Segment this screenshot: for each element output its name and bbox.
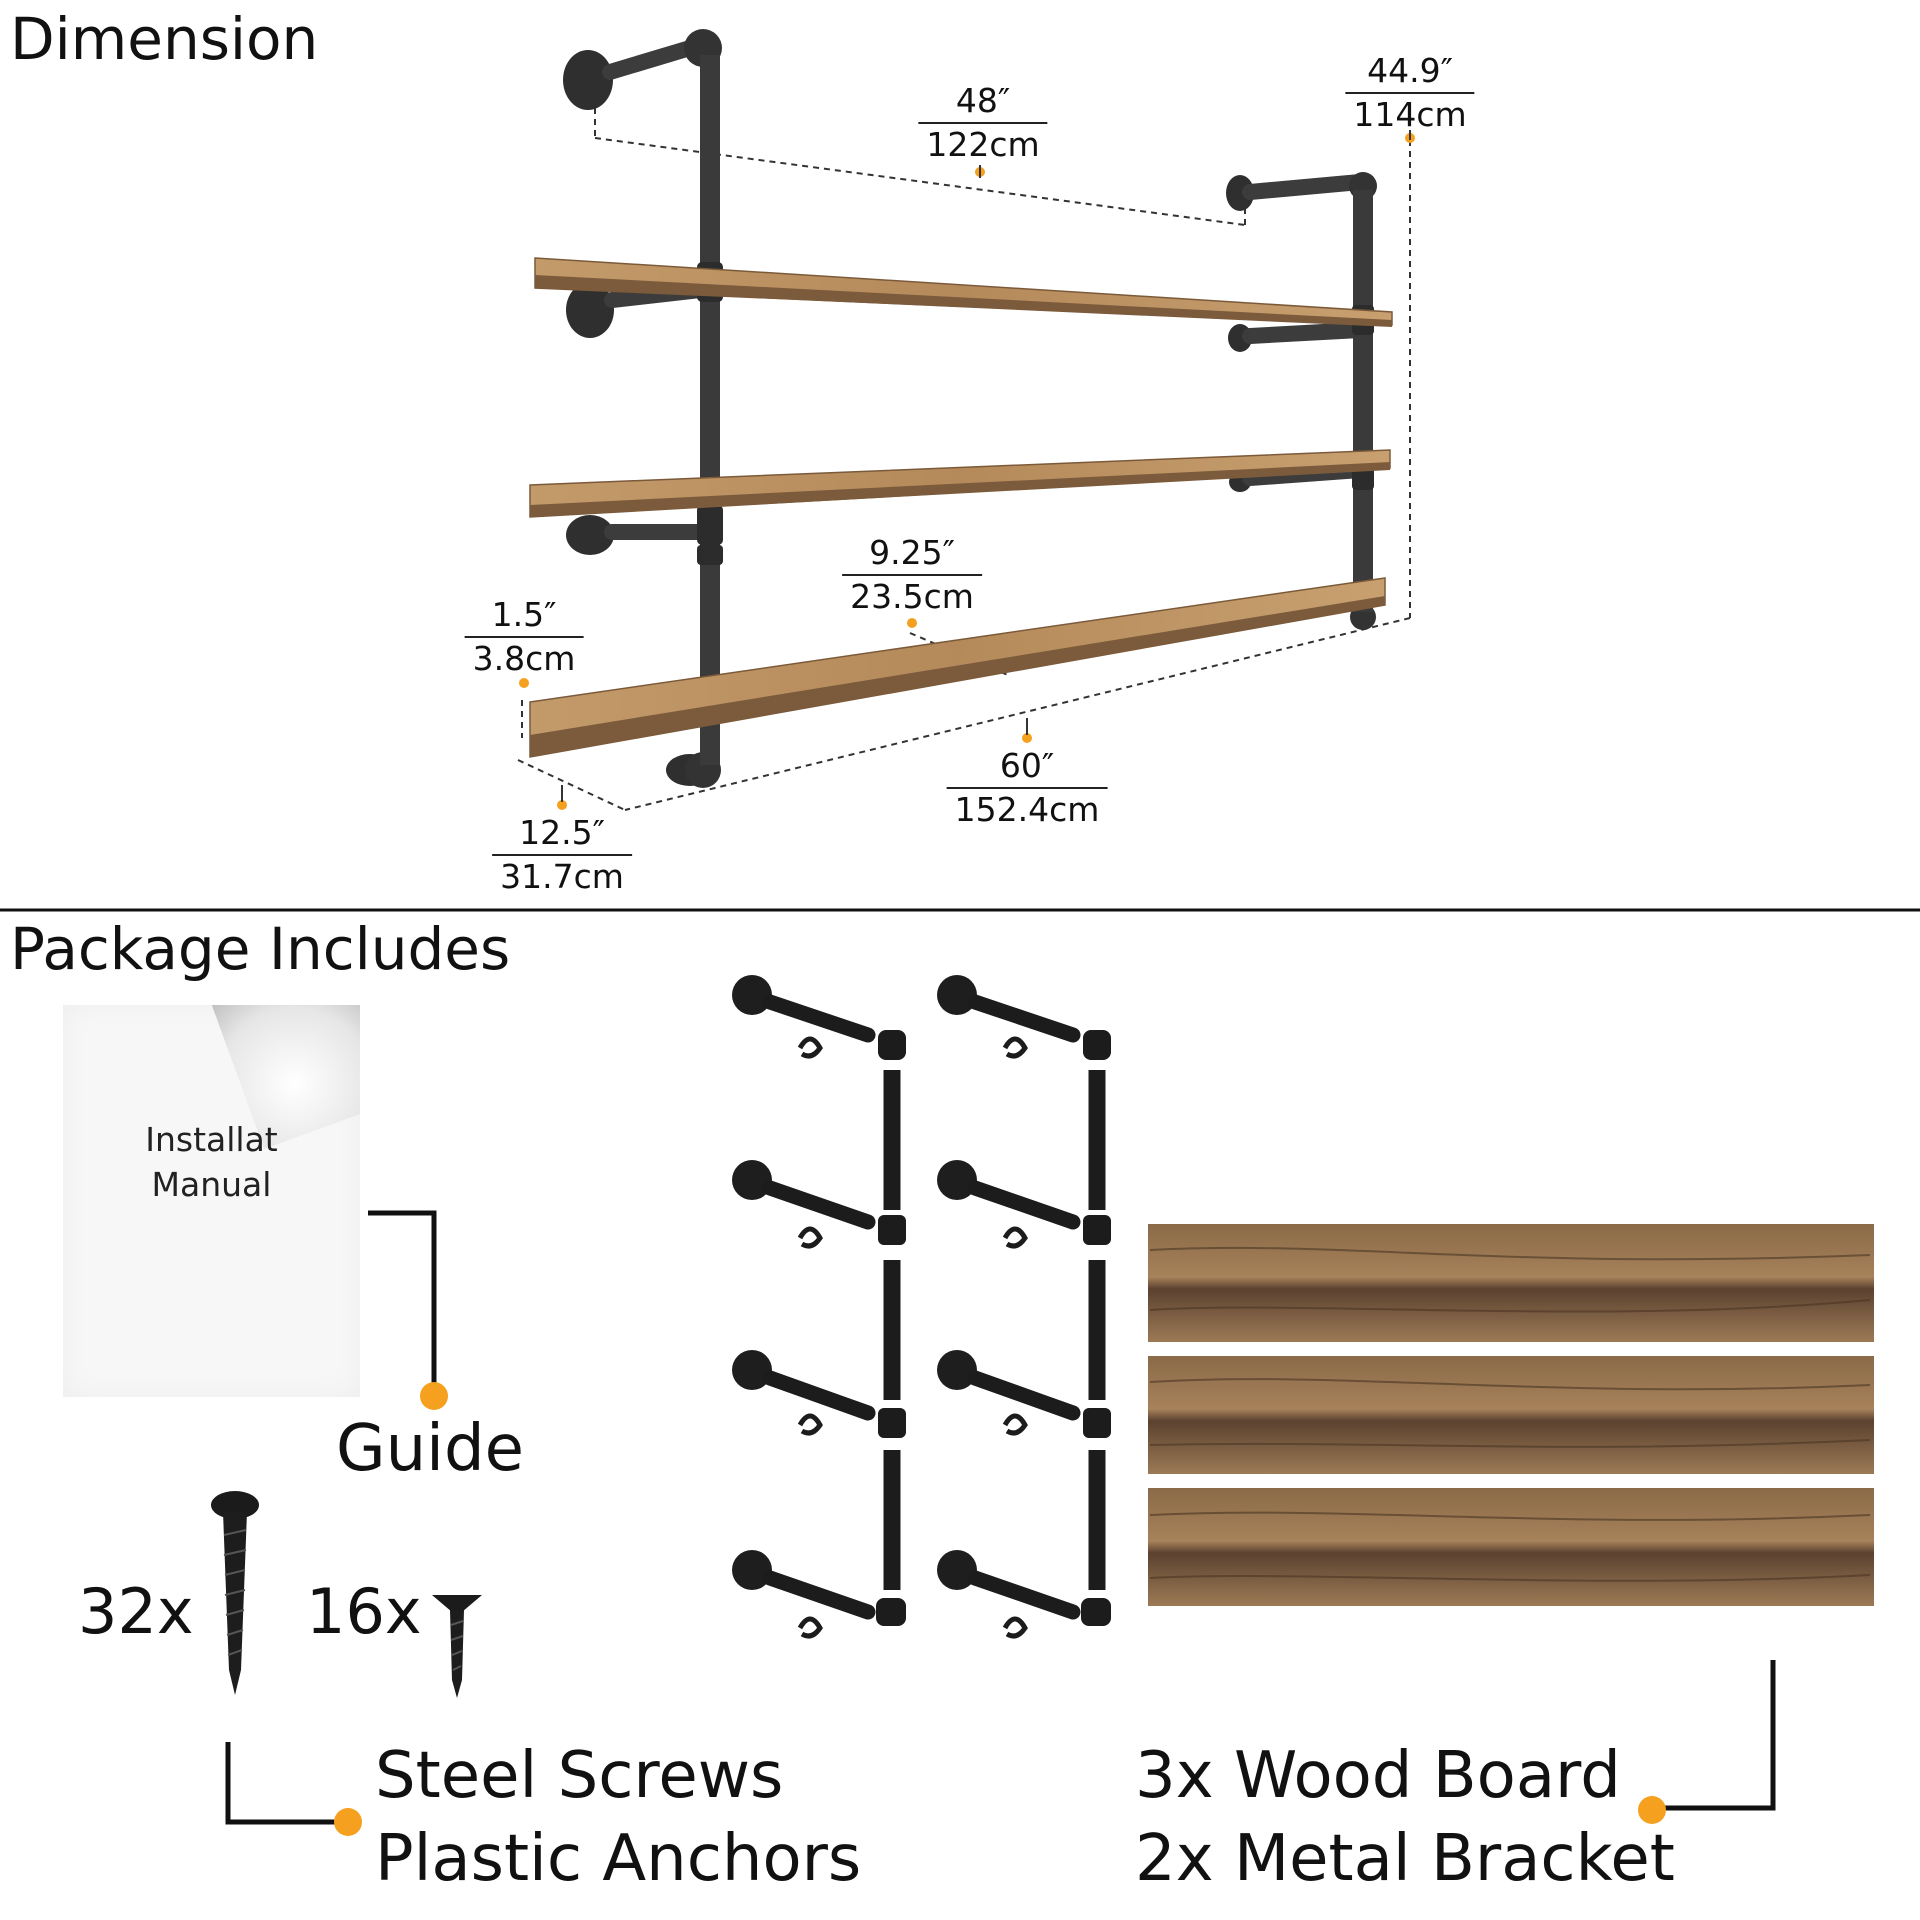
dimension-metric: 114cm [1353, 95, 1467, 135]
dimension-marker-dots [519, 133, 1415, 810]
bracket-column-left [732, 975, 906, 1639]
manual-title-line1: Installat [145, 1120, 278, 1159]
dimension-imperial: 12.5″ [492, 812, 632, 857]
vertical-uprights [700, 55, 1373, 765]
wood-board-label: 3x Wood Board [1135, 1739, 1621, 1813]
package-marker-dots [334, 1382, 1666, 1836]
dimension-label-board-depth: 12.5″ 31.7cm [492, 812, 632, 898]
plastic-anchor-icon [432, 1595, 482, 1698]
wood-board-2 [1148, 1356, 1874, 1474]
dimension-section-title: Dimension [10, 5, 319, 73]
bracket-column-right [937, 975, 1111, 1639]
steel-screws-label: Steel Screws [375, 1739, 784, 1813]
manual-title: Installat Manual [63, 1118, 360, 1207]
dimension-leader-lines [561, 130, 1411, 802]
manual-title-line2: Manual [151, 1164, 272, 1204]
wood-shelves [529, 257, 1393, 758]
wood-board-1 [1148, 1224, 1874, 1342]
dimension-metric: 3.8cm [472, 639, 576, 679]
plastic-anchors-label: Plastic Anchors [375, 1822, 862, 1896]
steel-screw-icon [211, 1491, 259, 1695]
dimension-metric: 122cm [926, 125, 1040, 165]
metal-bracket-label: 2x Metal Bracket [1135, 1822, 1675, 1896]
wood-board-3 [1148, 1488, 1874, 1606]
dimension-metric: 23.5cm [850, 577, 974, 617]
package-section-title: Package Includes [10, 915, 511, 983]
dimension-imperial: 60″ [946, 745, 1108, 790]
wood-boards [1148, 1224, 1874, 1606]
dimension-label-shelf-depth: 9.25″ 23.5cm [842, 532, 982, 618]
anchors-count: 16x [306, 1575, 422, 1648]
dimension-label-48: 48″ 122cm [918, 80, 1048, 166]
dimension-metric: 31.7cm [500, 857, 624, 897]
dimension-metric: 152.4cm [954, 790, 1100, 830]
dimension-label-height: 44.9″ 114cm [1345, 50, 1475, 136]
shelf-unit [517, 29, 1415, 811]
dimension-label-length: 60″ 152.4cm [946, 745, 1108, 831]
screws-count: 32x [78, 1575, 194, 1648]
installation-manual: Installat Manual [63, 1005, 360, 1397]
package-connectors [225, 1210, 1776, 1825]
dimension-imperial: 48″ [918, 80, 1048, 125]
dimension-imperial: 9.25″ [842, 532, 982, 577]
dimension-label-thickness: 1.5″ 3.8cm [464, 594, 584, 680]
metal-bracket-kit [732, 975, 1111, 1639]
guide-label: Guide [336, 1412, 524, 1486]
dimension-imperial: 44.9″ [1345, 50, 1475, 95]
dimension-imperial: 1.5″ [464, 594, 584, 639]
bracket-hooks [797, 1036, 823, 1639]
